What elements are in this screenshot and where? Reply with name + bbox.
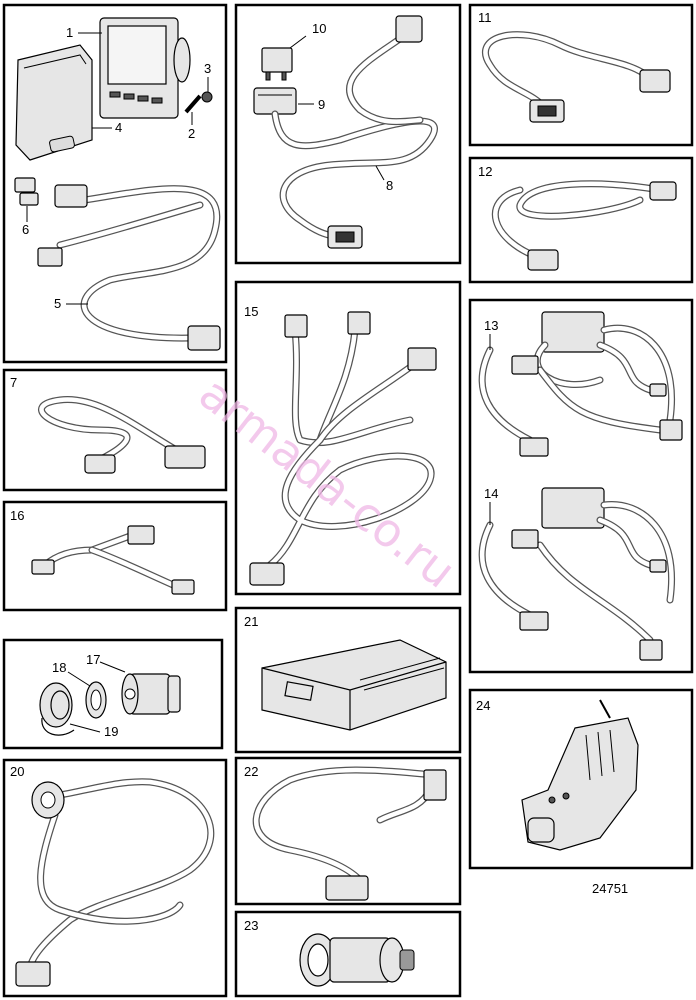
callout-10: 10 bbox=[312, 21, 326, 36]
panel-harness-15: 15 bbox=[234, 280, 462, 596]
callout-20: 20 bbox=[10, 764, 24, 779]
callout-2: 2 bbox=[188, 126, 195, 141]
transducer-24 bbox=[521, 699, 639, 851]
harness-14 bbox=[478, 487, 675, 661]
cable-22 bbox=[252, 766, 447, 901]
harness-15 bbox=[249, 311, 437, 586]
control-module-21 bbox=[261, 639, 447, 731]
callout-8: 8 bbox=[386, 178, 393, 193]
panel-harness-8: 10 9 8 bbox=[234, 3, 462, 265]
nut-18 bbox=[85, 681, 107, 719]
harness-8 bbox=[271, 15, 438, 249]
harness-13 bbox=[478, 311, 683, 457]
panel-cable-11: 11 bbox=[468, 3, 694, 147]
panel-socket-17-19: 17 18 19 bbox=[2, 638, 224, 750]
callout-16: 16 bbox=[10, 508, 24, 523]
callout-15: 15 bbox=[244, 304, 258, 319]
cable-7 bbox=[38, 396, 206, 474]
display-unit bbox=[99, 17, 191, 119]
callout-21: 21 bbox=[244, 614, 258, 629]
callout-19: 19 bbox=[104, 724, 118, 739]
socket-17 bbox=[121, 673, 181, 715]
callout-22: 22 bbox=[244, 764, 258, 779]
callout-17: 17 bbox=[86, 652, 100, 667]
callout-23: 23 bbox=[244, 918, 258, 933]
callout-24: 24 bbox=[476, 698, 490, 713]
cable-20 bbox=[15, 778, 215, 987]
panel-cable-7: 7 bbox=[2, 368, 228, 492]
callout-11: 11 bbox=[478, 10, 492, 25]
callout-6: 6 bbox=[22, 222, 29, 237]
cable-12 bbox=[491, 180, 677, 271]
drawing-number: 24751 bbox=[592, 881, 628, 896]
callout-5: 5 bbox=[54, 296, 61, 311]
harness-5 bbox=[37, 184, 221, 351]
panel-cable-20: 20 bbox=[2, 758, 228, 998]
cap-19 bbox=[39, 682, 75, 736]
callout-7: 7 bbox=[10, 375, 17, 390]
mounting-screw bbox=[184, 91, 213, 114]
cable-11 bbox=[482, 31, 671, 123]
callout-1: 1 bbox=[66, 25, 73, 40]
callout-9: 9 bbox=[318, 97, 325, 112]
panel-cable-22: 22 bbox=[234, 756, 462, 906]
callout-4: 4 bbox=[115, 120, 122, 135]
panel-transducer-24: 24 bbox=[468, 688, 694, 870]
relay-holder-9 bbox=[253, 87, 297, 115]
panel-harness-13-14: 13 14 bbox=[468, 298, 694, 674]
callout-3: 3 bbox=[204, 61, 211, 76]
panel-display-kit: 1 3 4 2 6 5 bbox=[2, 3, 228, 364]
panel-adapter-16: 16 bbox=[2, 500, 228, 612]
callout-12: 12 bbox=[478, 164, 492, 179]
display-cover bbox=[15, 44, 93, 161]
connector-plug-6 bbox=[14, 177, 39, 206]
panel-ecu-21: 21 bbox=[234, 606, 462, 754]
callout-18: 18 bbox=[52, 660, 66, 675]
panel-cable-12: 12 bbox=[468, 156, 694, 284]
watermark-text: armada-co.ru bbox=[189, 366, 465, 599]
panel-socket-23: 23 bbox=[234, 910, 462, 998]
relay-10 bbox=[261, 47, 293, 81]
socket-23 bbox=[299, 933, 415, 987]
adapter-cable-16 bbox=[31, 525, 195, 595]
callout-13: 13 bbox=[484, 318, 498, 333]
callout-14: 14 bbox=[484, 486, 498, 501]
